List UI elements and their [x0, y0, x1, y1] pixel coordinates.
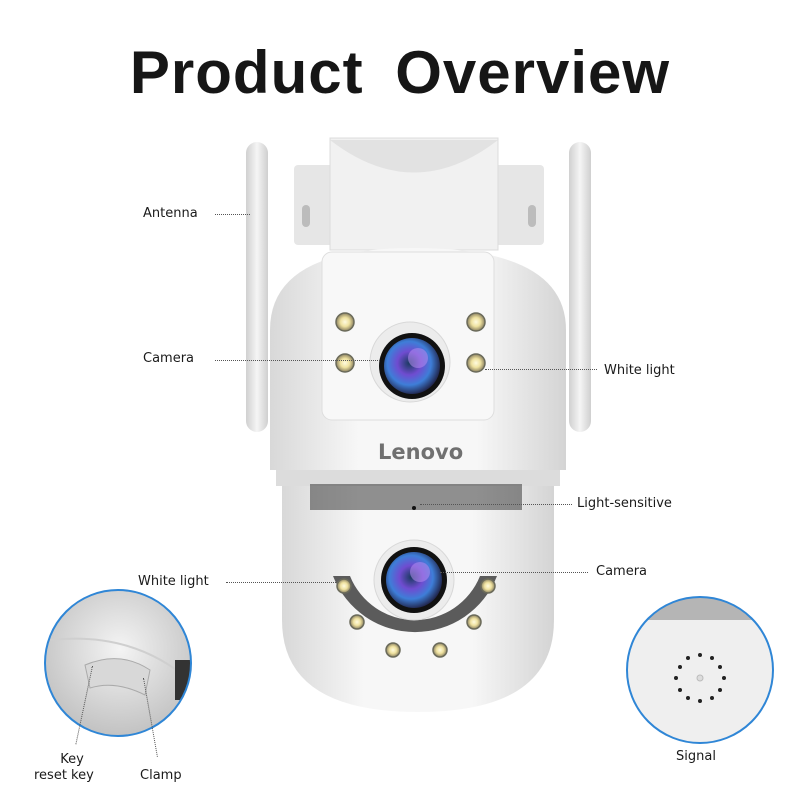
leader-white-light-top: [485, 369, 597, 370]
label-signal: Signal: [676, 749, 716, 764]
antenna-right: [569, 142, 591, 432]
leader-camera-bottom: [440, 572, 588, 573]
antenna-left: [246, 142, 268, 432]
label-white-light-top: White light: [604, 363, 675, 378]
label-white-light-bottom: White light: [138, 574, 209, 589]
label-reset-key: reset key: [34, 768, 94, 783]
leader-light-sensitive: [420, 504, 572, 505]
label-antenna: Antenna: [143, 206, 198, 221]
leader-antenna: [215, 214, 250, 215]
label-camera-top: Camera: [143, 351, 195, 366]
label-camera-bottom: Camera: [596, 564, 648, 579]
label-clamp: Clamp: [140, 768, 182, 783]
brand-logo: Lenovo: [378, 440, 464, 464]
page-title: Product Overview: [129, 39, 671, 106]
label-key: Key: [60, 752, 84, 767]
leader-camera-top: [215, 360, 380, 361]
label-light-sensitive: Light-sensitive: [577, 496, 672, 511]
leader-white-light-bottom: [226, 582, 336, 583]
